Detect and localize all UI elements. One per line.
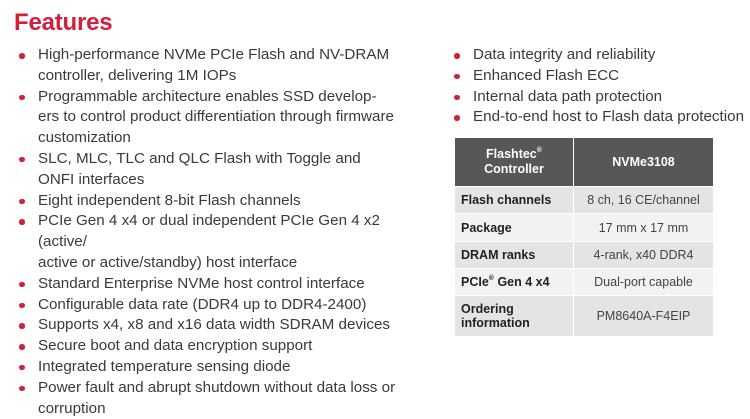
list-item: Enhanced Flash ECC <box>450 66 750 87</box>
list-item: End-to-end host to Flash data protection <box>450 107 750 128</box>
bullet-dot-icon <box>19 281 25 288</box>
bullet-dot-icon <box>19 323 25 329</box>
bullet-dot-icon <box>19 198 25 205</box>
list-item: High-performance NVMe PCIe Flash and NV-… <box>15 45 415 87</box>
list-item: PCIe Gen 4 x4 or dual independent PCIe G… <box>15 211 415 273</box>
page-title: Features <box>14 9 113 36</box>
list-item: Power fault and abrupt shutdown without … <box>15 378 415 419</box>
bullet-dot-icon <box>454 73 460 80</box>
list-item: SLC, MLC, TLC and QLC Flash with Toggle … <box>15 149 415 191</box>
bullet-dot-icon <box>19 53 25 59</box>
feature-list-right: Data integrity and reliability Enhanced … <box>450 45 750 128</box>
table-cell-value: 8 ch, 16 CE/channel <box>573 186 713 214</box>
table-cell-value: PM8640A-F4EIP <box>573 295 713 336</box>
table-cell-value: 4-rank, x40 DDR4 <box>573 241 713 269</box>
table-header-model: NVMe3108 <box>573 138 713 187</box>
table-header-row: Flashtec®Controller NVMe3108 <box>455 138 713 187</box>
table-row: PCIe® Gen 4 x4 Dual-port capable <box>455 268 713 296</box>
list-item: Integrated temperature sensing diode <box>15 357 415 378</box>
bullet-dot-icon <box>19 385 25 392</box>
bullet-dot-icon <box>454 115 460 121</box>
feature-list-left: High-performance NVMe PCIe Flash and NV-… <box>15 45 415 419</box>
table-cell-key: PCIe® Gen 4 x4 <box>455 268 574 296</box>
bullet-dot-icon <box>19 219 25 225</box>
table-cell-key: DRAM ranks <box>455 241 574 269</box>
list-item: Internal data path protection <box>450 87 750 108</box>
list-item: Standard Enterprise NVMe host control in… <box>15 274 415 295</box>
spec-table: Flashtec®Controller NVMe3108 Flash chann… <box>455 138 713 336</box>
list-item: Secure boot and data encryption support <box>15 336 415 357</box>
bullet-dot-icon <box>19 302 25 309</box>
table-cell-value: 17 mm x 17 mm <box>573 213 713 242</box>
bullet-dot-icon <box>19 94 25 101</box>
list-item: Configurable data rate (DDR4 up to DDR4-… <box>15 295 415 316</box>
list-item: Data integrity and reliability <box>450 45 750 66</box>
table-row: DRAM ranks 4-rank, x40 DDR4 <box>455 241 713 269</box>
table-header-controller: Flashtec®Controller <box>455 138 574 187</box>
table-row: Package 17 mm x 17 mm <box>455 213 713 242</box>
table-cell-key: Package <box>455 213 574 242</box>
list-item: Programmable architecture enables SSD de… <box>15 87 415 149</box>
table-cell-value: Dual-port capable <box>573 268 713 296</box>
bullet-dot-icon <box>19 364 25 371</box>
bullet-dot-icon <box>19 344 25 350</box>
bullet-dot-icon <box>454 53 460 59</box>
list-item: Supports x4, x8 and x16 data width SDRAM… <box>15 315 415 336</box>
table-cell-key: Flash channels <box>455 186 574 214</box>
bullet-dot-icon <box>454 94 460 101</box>
bullet-dot-icon <box>19 156 25 163</box>
list-item: Eight independent 8-bit Flash channels <box>15 191 415 212</box>
table-row: Flash channels 8 ch, 16 CE/channel <box>455 186 713 214</box>
